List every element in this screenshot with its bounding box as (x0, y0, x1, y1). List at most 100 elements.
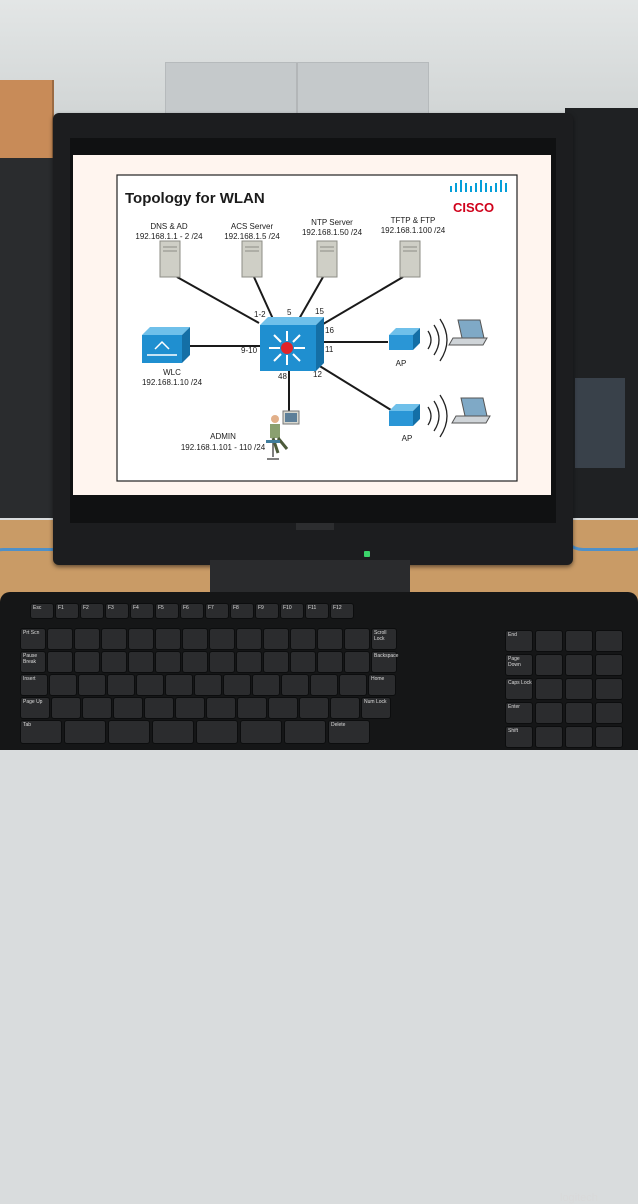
keyboard-key[interactable]: F9 (255, 603, 279, 619)
numpad-key[interactable] (595, 726, 623, 748)
keyboard-key[interactable] (101, 651, 127, 673)
keyboard-key[interactable] (317, 651, 343, 673)
numpad-key[interactable] (565, 702, 593, 724)
keyboard-key[interactable] (128, 628, 154, 650)
keyboard-key[interactable] (284, 720, 326, 744)
keyboard-key[interactable]: Pause Break (20, 651, 46, 673)
keyboard-key[interactable] (344, 651, 370, 673)
keyboard-key[interactable] (196, 720, 238, 744)
keyboard-key[interactable] (182, 651, 208, 673)
keyboard-key[interactable]: Home (368, 674, 396, 696)
numpad-key[interactable] (565, 630, 593, 652)
keyboard-key[interactable] (152, 720, 194, 744)
keyboard-key[interactable] (136, 674, 164, 696)
numpad-key[interactable] (535, 702, 563, 724)
right-computer-screen (575, 378, 625, 468)
keyboard-key[interactable] (237, 697, 267, 719)
keyboard-key[interactable] (209, 651, 235, 673)
keyboard-key[interactable] (252, 674, 280, 696)
keyboard-key[interactable] (281, 674, 309, 696)
keyboard-key[interactable]: F10 (280, 603, 304, 619)
keyboard-key[interactable]: F6 (180, 603, 204, 619)
keyboard-key[interactable]: F8 (230, 603, 254, 619)
keyboard-key[interactable] (47, 651, 73, 673)
keyboard-key[interactable] (155, 628, 181, 650)
keyboard-key[interactable]: Backspace (371, 651, 398, 673)
numpad-key[interactable] (565, 726, 593, 748)
keyboard-key[interactable] (194, 674, 222, 696)
keyboard-key[interactable] (108, 720, 150, 744)
keyboard-key[interactable]: F5 (155, 603, 179, 619)
keyboard-key[interactable]: F7 (205, 603, 229, 619)
keyboard-key[interactable] (78, 674, 106, 696)
keyboard-key[interactable] (175, 697, 205, 719)
keyboard-key[interactable] (165, 674, 193, 696)
numpad-key[interactable] (595, 630, 623, 652)
keyboard-key[interactable] (144, 697, 174, 719)
keyboard-key[interactable]: Delete (328, 720, 370, 744)
keyboard-key[interactable] (82, 697, 112, 719)
keyboard-key[interactable] (182, 628, 208, 650)
numpad-key[interactable] (535, 630, 563, 652)
keyboard-key[interactable] (209, 628, 235, 650)
keyboard-key[interactable] (223, 674, 251, 696)
keyboard-key[interactable] (49, 674, 77, 696)
keyboard-key[interactable] (47, 628, 73, 650)
keyboard-key[interactable] (339, 674, 367, 696)
keyboard-key[interactable]: F3 (105, 603, 129, 619)
keyboard-key[interactable] (290, 628, 316, 650)
keyboard-key[interactable] (74, 651, 100, 673)
numpad-key[interactable] (535, 678, 563, 700)
keyboard-key[interactable] (310, 674, 338, 696)
keyboard-key[interactable] (263, 628, 289, 650)
keyboard-key[interactable] (51, 697, 81, 719)
keyboard-key[interactable]: F12 (330, 603, 354, 619)
keyboard-key[interactable]: Num Lock (361, 697, 391, 719)
admin-ip: 192.168.1.101 - 110 /24 (181, 443, 266, 452)
numpad-key[interactable] (535, 726, 563, 748)
keyboard-key[interactable] (236, 651, 262, 673)
keyboard-key[interactable] (268, 697, 298, 719)
numpad-key[interactable] (595, 654, 623, 676)
keyboard-key[interactable]: Prt Scn (20, 628, 46, 650)
keyboard-key[interactable] (299, 697, 329, 719)
keyboard-key[interactable] (74, 628, 100, 650)
keyboard-key[interactable]: F4 (130, 603, 154, 619)
keyboard-key[interactable] (101, 628, 127, 650)
port-dns: 1-2 (254, 310, 266, 319)
keyboard-key[interactable] (64, 720, 106, 744)
numpad-key[interactable]: Shift (505, 726, 533, 748)
keyboard-key[interactable] (317, 628, 343, 650)
numpad-key[interactable] (535, 654, 563, 676)
numpad-key[interactable]: Page Down (505, 654, 533, 676)
keyboard-key[interactable]: Page Up (20, 697, 50, 719)
numpad-key[interactable] (595, 702, 623, 724)
numpad-key[interactable] (565, 678, 593, 700)
keyboard-key[interactable] (128, 651, 154, 673)
keyboard-key[interactable] (240, 720, 282, 744)
keyboard-key[interactable]: F1 (55, 603, 79, 619)
keyboard-key[interactable] (344, 628, 370, 650)
keyboard-key[interactable] (236, 628, 262, 650)
numpad-key[interactable] (565, 654, 593, 676)
ceiling-light (165, 62, 429, 122)
keyboard-key[interactable] (113, 697, 143, 719)
keyboard-key[interactable] (206, 697, 236, 719)
keyboard-key[interactable] (330, 697, 360, 719)
keyboard-key[interactable] (263, 651, 289, 673)
keyboard-key[interactable]: Insert (20, 674, 48, 696)
acs-label: ACS Server (231, 222, 274, 231)
keyboard-key[interactable]: F11 (305, 603, 329, 619)
keyboard-key[interactable]: Esc (30, 603, 54, 619)
keyboard-key[interactable]: Tab (20, 720, 62, 744)
keyboard-key[interactable] (155, 651, 181, 673)
numpad-key[interactable] (595, 678, 623, 700)
keyboard-key[interactable] (107, 674, 135, 696)
keyboard-key[interactable] (290, 651, 316, 673)
numpad-key[interactable]: Caps Lock (505, 678, 533, 700)
numpad-key[interactable]: End (505, 630, 533, 652)
keyboard-key[interactable]: Scroll Lock (371, 628, 397, 650)
numpad-key[interactable]: Enter (505, 702, 533, 724)
keyboard-key[interactable]: F2 (80, 603, 104, 619)
